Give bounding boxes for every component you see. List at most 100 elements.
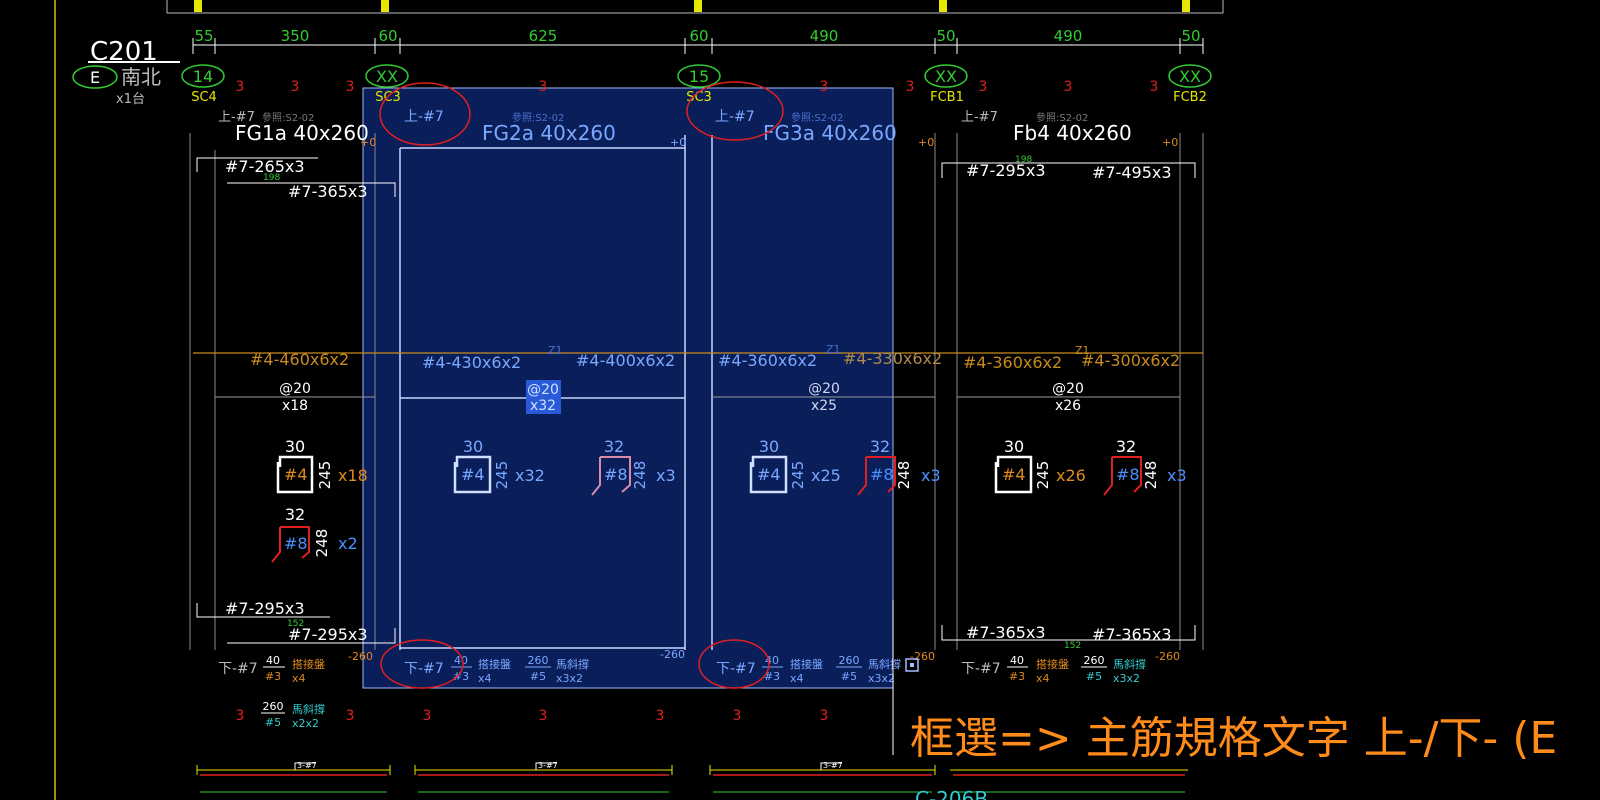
tie-height: 248 bbox=[895, 461, 913, 490]
grip-handle[interactable] bbox=[905, 658, 919, 672]
top-bar: #7-365x3 bbox=[288, 182, 368, 201]
section-mark: 3 bbox=[979, 79, 988, 95]
top-bar: #7-495x3 bbox=[1092, 163, 1172, 182]
beam-bottom-label: 下-#7 bbox=[218, 661, 258, 677]
beam-fg2a[interactable]: 上-#7 參照:S2-02 FG2a 40x260 +0 #4-430x6x2 … bbox=[404, 109, 686, 685]
dim-value: 60 bbox=[378, 27, 397, 45]
bottom-sections bbox=[196, 765, 1188, 775]
spacing-count: x25 bbox=[811, 398, 837, 414]
chair-length: 260 bbox=[839, 654, 860, 667]
lap-size: #3 bbox=[265, 670, 281, 683]
grid-tag: SC3 bbox=[375, 90, 401, 105]
section-marks-bottom-extra: 3 3 3 3 bbox=[539, 708, 829, 724]
section-mark: 3 bbox=[539, 79, 548, 95]
top-frame bbox=[166, 0, 1224, 14]
tie-count: x3 bbox=[1167, 466, 1187, 485]
lap-size: #3 bbox=[764, 670, 780, 683]
stirrup-icon bbox=[453, 455, 492, 494]
dim-value: 350 bbox=[281, 27, 310, 45]
beam-top-label: 上-#7 bbox=[404, 109, 444, 125]
dim-value: 625 bbox=[529, 27, 558, 45]
section-mark: 3 bbox=[1064, 79, 1073, 95]
section-marks-top: 3 3 3 3 3 3 3 3 3 bbox=[236, 79, 1159, 95]
svg-text:3: 3 bbox=[733, 708, 742, 724]
lap-label: 搭接盤 bbox=[292, 658, 325, 671]
chair-size: #5 bbox=[1086, 670, 1102, 683]
section-mark: 3 bbox=[423, 708, 432, 724]
chair-label: 馬斜撐 bbox=[868, 657, 901, 671]
side-bar: #4-400x6x2 bbox=[576, 351, 675, 370]
dim-value: 490 bbox=[1054, 27, 1083, 45]
section-label: 3-#7 bbox=[297, 761, 317, 770]
instruction-caption: 框選=> 主筋規格文字 上-/下- (E bbox=[910, 713, 1558, 764]
section-mark: 3 bbox=[346, 708, 355, 724]
bottom-section-labels: 3-#7 3-#7 3-#7 bbox=[294, 761, 843, 770]
chair-count: x3x2 bbox=[868, 672, 895, 685]
level-top: +0 bbox=[918, 136, 934, 149]
chair-count: x2x2 bbox=[292, 717, 319, 730]
stirrup-size: #4 bbox=[284, 465, 308, 484]
top-bar-note: 198 bbox=[263, 173, 280, 183]
level-bottom: -260 bbox=[1155, 650, 1180, 663]
lap-length: 40 bbox=[266, 654, 280, 667]
lap-count: x4 bbox=[790, 672, 804, 685]
chair-length: 260 bbox=[1084, 654, 1105, 667]
side-bar: #4-330x6x2 bbox=[843, 349, 942, 368]
beam-top-label: 上-#7 bbox=[961, 110, 998, 125]
stirrup-count: x32 bbox=[515, 466, 545, 485]
lap-label: 搭接盤 bbox=[1036, 658, 1069, 671]
grid-tag: SC3 bbox=[686, 90, 712, 105]
annotation-circle bbox=[698, 639, 770, 689]
annotation-circle bbox=[380, 639, 464, 689]
chair-size: #5 bbox=[530, 670, 546, 683]
section-mark: 3 bbox=[1150, 79, 1159, 95]
chair-length: 260 bbox=[528, 654, 549, 667]
chair-count: x3x2 bbox=[556, 672, 583, 685]
stirrup-width: 30 bbox=[759, 437, 779, 456]
side-bar: #4-460x6x2 bbox=[250, 350, 349, 369]
chair-length: 260 bbox=[263, 700, 284, 713]
stirrup-height: 245 bbox=[1034, 461, 1052, 490]
stirrup-width: 30 bbox=[285, 437, 305, 456]
chair-label: 馬斜撐 bbox=[556, 657, 589, 671]
selected-structure-lines bbox=[399, 135, 713, 650]
bottom-bar-line bbox=[196, 603, 330, 618]
tie-icon bbox=[591, 456, 631, 496]
spacing: @20 bbox=[279, 381, 311, 397]
stirrup-icon bbox=[994, 455, 1033, 494]
bottom-bar-note: 152 bbox=[287, 619, 304, 629]
grid-label: 15 bbox=[689, 67, 709, 86]
svg-text:3: 3 bbox=[820, 708, 829, 724]
stirrup-size: #4 bbox=[461, 465, 485, 484]
tie-width: 32 bbox=[1116, 437, 1136, 456]
dim-value: 490 bbox=[810, 27, 839, 45]
tie-size: #8 bbox=[284, 534, 308, 553]
stirrup-height: 245 bbox=[493, 461, 511, 490]
tie-height: 248 bbox=[313, 529, 331, 558]
stirrup-size: #4 bbox=[1002, 465, 1026, 484]
tie-count: x3 bbox=[921, 466, 941, 485]
svg-text:3: 3 bbox=[656, 708, 665, 724]
section-mark: 3 bbox=[291, 79, 300, 95]
level-bottom: -260 bbox=[660, 648, 685, 661]
tie-height: 248 bbox=[1142, 461, 1160, 490]
tie-width: 32 bbox=[285, 505, 305, 524]
beam-fg1a[interactable]: 上-#7 參照:S2-02 FG1a 40x260 +0 #7-265x3 19… bbox=[196, 110, 396, 730]
section-label: 3-#7 bbox=[538, 761, 558, 770]
spacing: @20 bbox=[808, 381, 840, 397]
beam-fb4[interactable]: 上-#7 參照:S2-02 Fb4 40x260 +0 198 #7-295x3… bbox=[941, 110, 1196, 685]
level-bottom: -260 bbox=[348, 650, 373, 663]
top-bar-note: 198 bbox=[1015, 155, 1032, 165]
partial-element-label: C-206B bbox=[915, 787, 988, 800]
selection-rectangle[interactable] bbox=[362, 87, 894, 689]
top-bar-line bbox=[941, 162, 1196, 178]
beam-name: Fb4 40x260 bbox=[1013, 121, 1132, 145]
chair-size: #5 bbox=[841, 670, 857, 683]
tie-count: x3 bbox=[656, 466, 676, 485]
side-bar: #4-360x6x2 bbox=[963, 353, 1062, 372]
bottom-bar: #7-365x3 bbox=[966, 623, 1046, 642]
element-tag: E bbox=[90, 68, 100, 87]
level-top: +0 bbox=[670, 136, 686, 149]
grid-marker: XX SC3 bbox=[365, 64, 409, 105]
